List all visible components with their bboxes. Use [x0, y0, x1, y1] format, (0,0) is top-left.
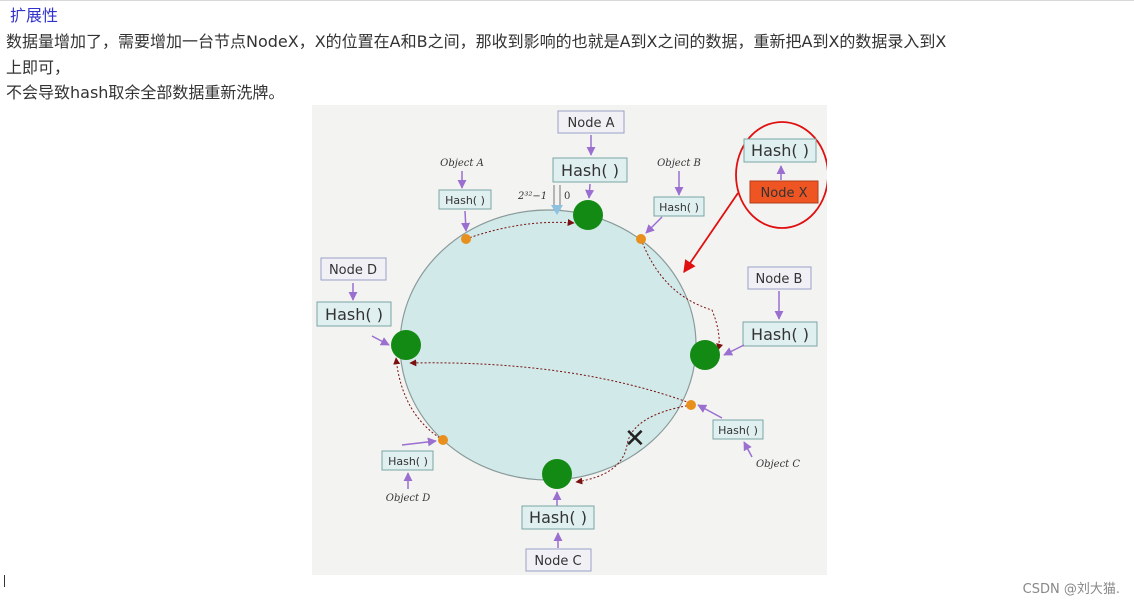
object-b-dot [636, 234, 646, 244]
node-c-dot [542, 459, 572, 489]
node-x-highlight-circle [735, 121, 827, 229]
node-x-hash-box: Hash( ) [751, 141, 809, 160]
removed-mark-icon: ✕ [624, 424, 646, 454]
node-a-hash-box: Hash( ) [561, 161, 619, 180]
object-a-label: Object A [440, 158, 484, 169]
object-b-path [640, 238, 724, 351]
node-b-label: Node B [756, 272, 803, 287]
object-d-dot [438, 435, 448, 445]
node-b-dot [690, 340, 720, 370]
consistent-hash-ring-figure: 2³²−1 0 ✕ Node A Hash( ) Object A Hash( … [312, 105, 827, 575]
node-d-dot [391, 330, 421, 360]
node-d-label: Node D [329, 263, 377, 278]
node-c-hash-box: Hash( ) [529, 508, 587, 527]
node-c-label: Node C [534, 554, 581, 569]
node-a-label: Node A [568, 116, 615, 131]
paragraph-line-3: 不会导致hash取余全部数据重新洗牌。 [6, 83, 285, 102]
section-heading: 扩展性 [10, 6, 59, 25]
paragraph-line-1: 数据量增加了，需要增加一台节点NodeX，X的位置在A和B之间，那收到影响的也就… [6, 32, 947, 51]
ring-zero-label: 0 [564, 191, 570, 202]
paragraph-line-2: 上即可， [6, 58, 71, 77]
ring-max-label: 2³²−1 [517, 191, 547, 202]
node-x-insert-arrow [683, 192, 739, 274]
object-c-hash-box: Hash( ) [718, 424, 758, 437]
node-x-label: Node X [761, 186, 808, 201]
node-b-hash-box: Hash( ) [751, 325, 809, 344]
csdn-watermark: CSDN @刘大猫. [1022, 582, 1120, 597]
object-b-hash-box: Hash( ) [659, 201, 699, 214]
object-c-new-path [409, 359, 691, 404]
top-divider [0, 0, 1134, 1]
hash-ring-diagram: 2³²−1 0 ✕ Node A Hash( ) Object A Hash( … [316, 110, 827, 572]
object-a-path [465, 219, 575, 240]
object-a-dot [461, 234, 471, 244]
object-a-hash-box: Hash( ) [445, 194, 485, 207]
node-d-hash-box: Hash( ) [325, 305, 383, 324]
node-x-box [749, 180, 819, 204]
object-b-label: Object B [657, 158, 701, 169]
object-d-label: Object D [386, 493, 430, 504]
node-a-dot [573, 200, 603, 230]
object-c-label: Object C [756, 459, 800, 470]
text-cursor [4, 575, 5, 587]
object-d-hash-box: Hash( ) [388, 455, 428, 468]
object-c-path [575, 404, 692, 485]
object-c-dot [686, 400, 696, 410]
